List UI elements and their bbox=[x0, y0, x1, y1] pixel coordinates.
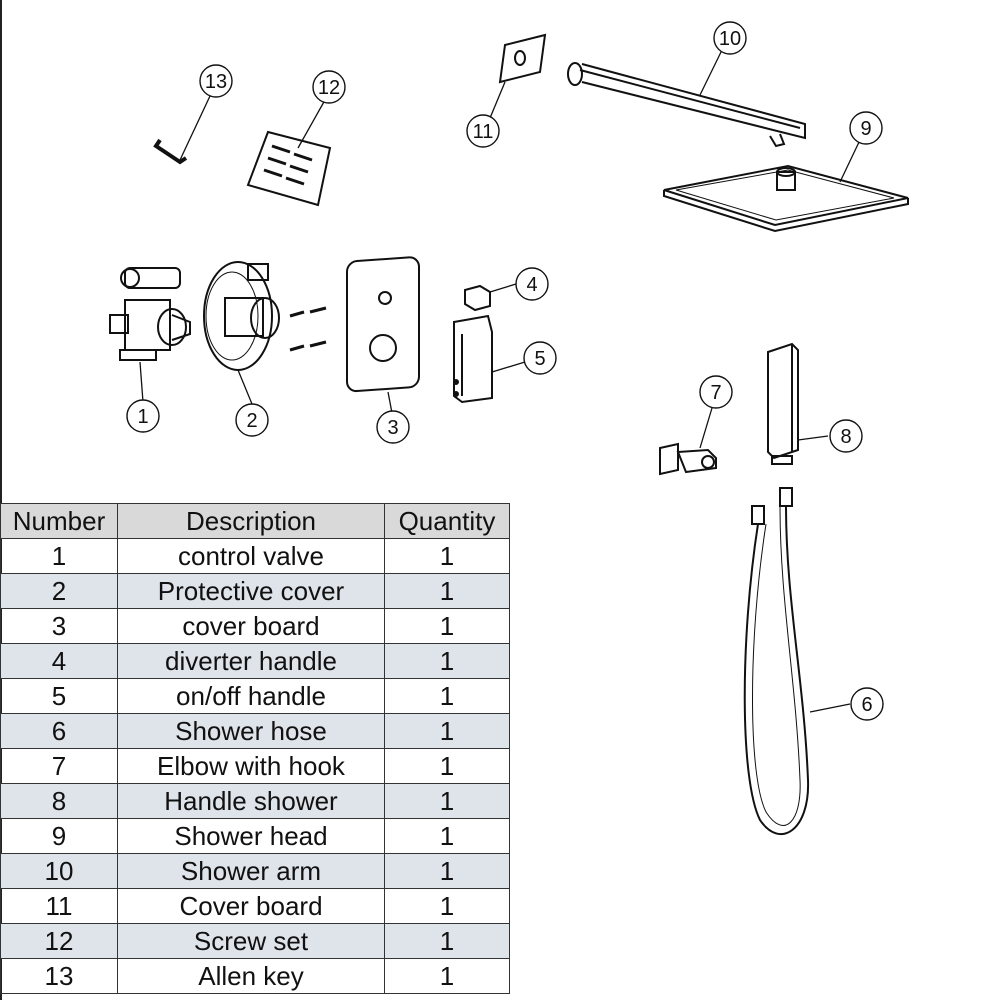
cell-description: diverter handle bbox=[117, 643, 385, 679]
shower-arm-drawing bbox=[567, 49, 806, 148]
callout-circle bbox=[126, 399, 160, 433]
cell-description: Shower arm bbox=[117, 853, 385, 889]
callout-label: 2 bbox=[246, 410, 257, 432]
cell-quantity: 1 bbox=[384, 783, 510, 819]
cell-number: 11 bbox=[0, 888, 118, 924]
callout-circle bbox=[235, 403, 269, 437]
callout-label: 11 bbox=[473, 121, 494, 143]
cover-board-small-drawing bbox=[489, 33, 547, 119]
callout-label: 5 bbox=[534, 348, 545, 370]
callout-circle bbox=[699, 375, 733, 409]
screw-set-drawing bbox=[246, 99, 332, 207]
cell-quantity: 1 bbox=[384, 678, 510, 714]
cell-number: 6 bbox=[0, 713, 118, 749]
cell-quantity: 1 bbox=[384, 818, 510, 854]
shower-hose-drawing: 6 bbox=[743, 487, 884, 836]
cell-description: Protective cover bbox=[117, 573, 385, 609]
callout-label: 9 bbox=[860, 118, 871, 140]
cell-quantity: 1 bbox=[384, 888, 510, 924]
header-description: Description bbox=[117, 503, 385, 539]
callout-circle bbox=[312, 70, 346, 104]
callout-circle bbox=[199, 64, 233, 98]
callout-circle bbox=[713, 21, 747, 55]
cell-quantity: 1 bbox=[384, 573, 510, 609]
cell-number: 4 bbox=[0, 643, 118, 679]
header-quantity: Quantity bbox=[384, 503, 510, 539]
callout-circle bbox=[523, 341, 557, 375]
callout-label: 10 bbox=[719, 28, 741, 50]
cell-description: Elbow with hook bbox=[117, 748, 385, 784]
exploded-parts-diagram: 1 2 3 4 5 7 8 9 10 11 12 13 bbox=[109, 21, 909, 476]
cell-number: 13 bbox=[0, 958, 118, 994]
allen-key-drawing bbox=[153, 95, 211, 165]
handle-shower-drawing bbox=[767, 342, 829, 465]
screws-drawing bbox=[289, 306, 327, 352]
cell-description: on/off handle bbox=[117, 678, 385, 714]
cell-number: 7 bbox=[0, 748, 118, 784]
cell-quantity: 1 bbox=[384, 608, 510, 644]
cell-number: 2 bbox=[0, 573, 118, 609]
callout-circle bbox=[376, 410, 410, 444]
cell-description: cover board bbox=[117, 608, 385, 644]
callout-circle bbox=[466, 114, 500, 148]
cell-description: Shower head bbox=[117, 818, 385, 854]
callout-label: 4 bbox=[526, 274, 537, 296]
cell-number: 5 bbox=[0, 678, 118, 714]
cell-description: control valve bbox=[117, 538, 385, 574]
cell-number: 9 bbox=[0, 818, 118, 854]
callout-circle bbox=[829, 419, 863, 453]
cell-quantity: 1 bbox=[384, 538, 510, 574]
shower-head-drawing bbox=[663, 139, 909, 233]
cell-quantity: 1 bbox=[384, 713, 510, 749]
protective-cover-drawing bbox=[203, 261, 280, 405]
cell-number: 8 bbox=[0, 783, 118, 819]
cover-board-drawing bbox=[346, 256, 420, 414]
table-header-row: Number Description Quantity bbox=[0, 503, 510, 539]
cell-description: Handle shower bbox=[117, 783, 385, 819]
cell-description: Shower hose bbox=[117, 713, 385, 749]
cell-number: 1 bbox=[0, 538, 118, 574]
on-off-handle-drawing bbox=[453, 314, 526, 404]
cell-number: 10 bbox=[0, 853, 118, 889]
page-left-border bbox=[0, 0, 2, 1000]
callout-circle bbox=[849, 111, 883, 145]
callout-label: 12 bbox=[318, 77, 340, 99]
cell-number: 12 bbox=[0, 923, 118, 959]
callout-label: 13 bbox=[205, 71, 227, 93]
callout-circle bbox=[515, 267, 549, 301]
header-number: Number bbox=[0, 503, 118, 539]
callout-label: 8 bbox=[840, 426, 851, 448]
cell-description: Allen key bbox=[117, 958, 385, 994]
elbow-with-hook-drawing bbox=[659, 407, 717, 476]
cell-quantity: 1 bbox=[384, 958, 510, 994]
cell-quantity: 1 bbox=[384, 643, 510, 679]
callout-label: 7 bbox=[710, 382, 721, 404]
cell-description: Screw set bbox=[117, 923, 385, 959]
cell-quantity: 1 bbox=[384, 748, 510, 784]
control-valve-drawing bbox=[109, 267, 191, 403]
cell-description: Cover board bbox=[117, 888, 385, 924]
cell-number: 3 bbox=[0, 608, 118, 644]
diverter-handle-drawing bbox=[464, 283, 517, 312]
cell-quantity: 1 bbox=[384, 923, 510, 959]
cell-quantity: 1 bbox=[384, 853, 510, 889]
callout-label: 1 bbox=[137, 406, 148, 428]
callout-label: 3 bbox=[387, 417, 398, 439]
callout-label: 6 bbox=[861, 694, 872, 716]
